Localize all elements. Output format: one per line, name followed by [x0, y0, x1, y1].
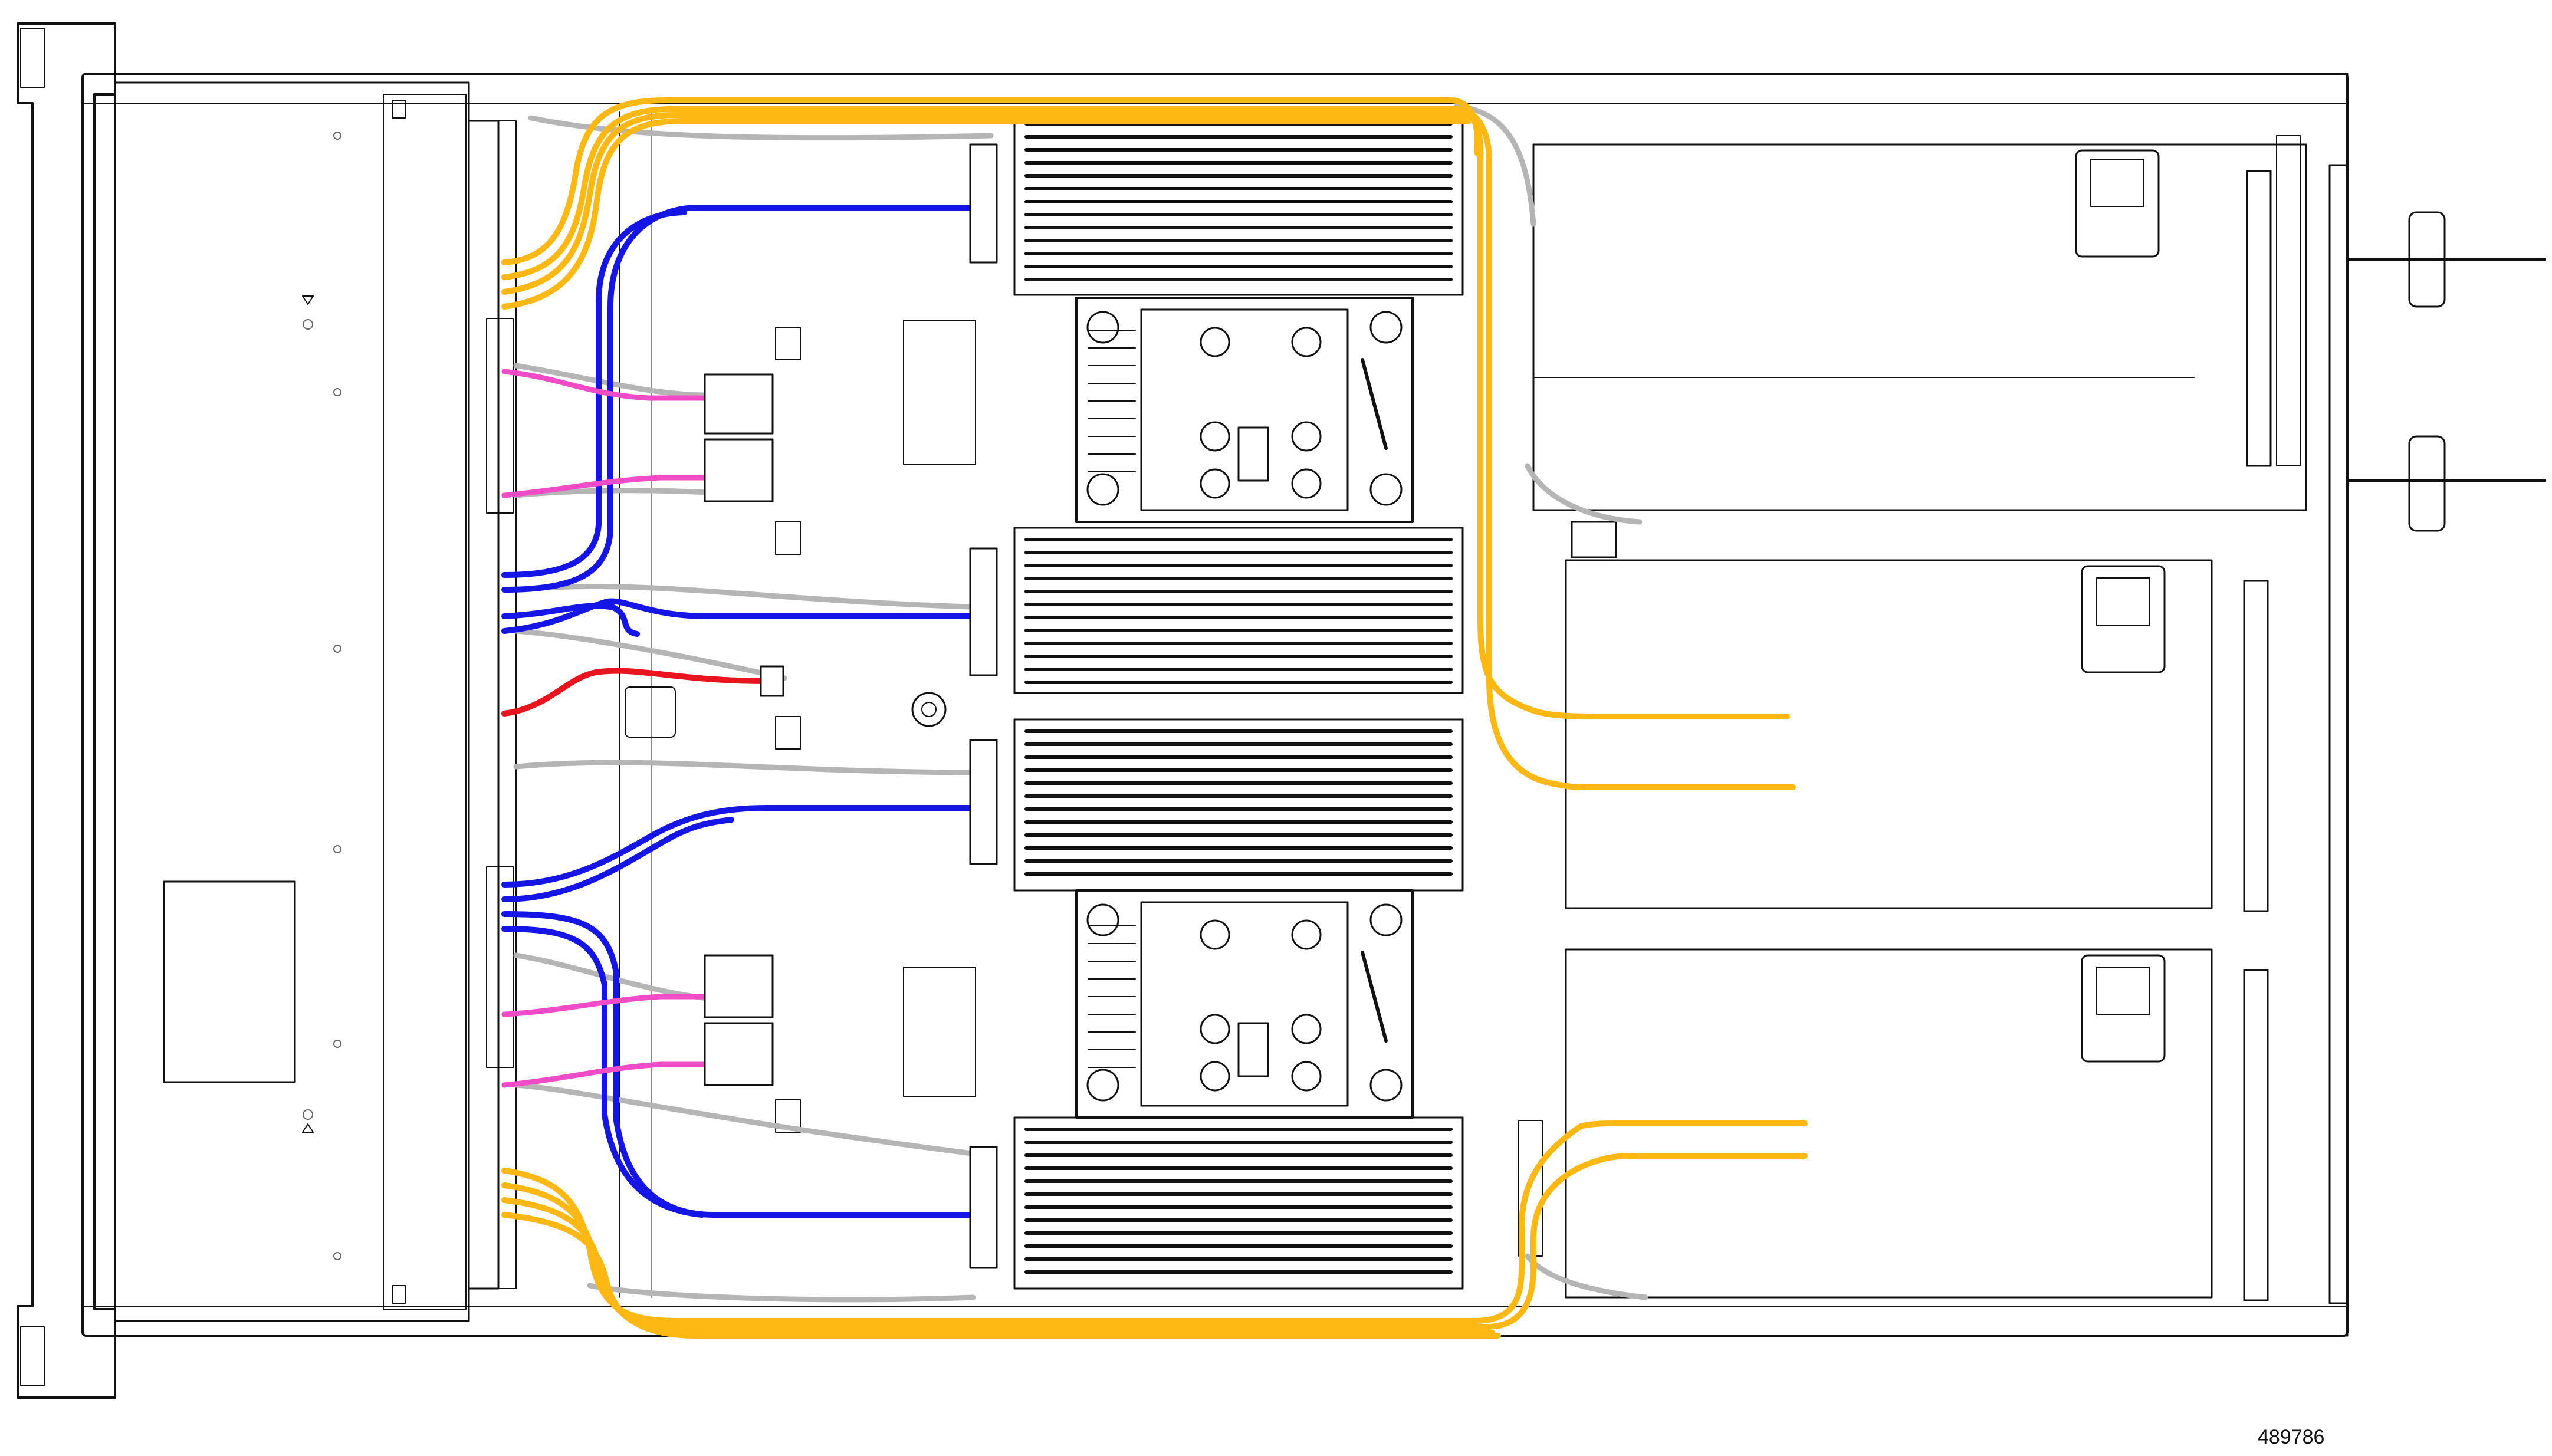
- blue-cable-2: [501, 209, 687, 578]
- magenta-cables: [501, 369, 728, 1088]
- front-drive-bay: [114, 81, 470, 1322]
- rear-handle-2: [2408, 435, 2446, 532]
- backplane: [468, 111, 652, 1298]
- blue-cable-5: [501, 805, 988, 888]
- mb-connector-g: [704, 954, 774, 1018]
- gray-cables: [513, 103, 1648, 1303]
- cpu-2: [1075, 889, 1414, 1119]
- backplane-connector-1: [486, 318, 514, 514]
- chassis-outer-frame: [81, 73, 2349, 1337]
- blue-cable-8: [501, 926, 705, 1218]
- blue-cable-4: [501, 603, 640, 637]
- red-cables: [501, 668, 770, 717]
- mb-connectors: [704, 143, 998, 1269]
- magenta-cable-2: [501, 475, 728, 498]
- cpu-1-socket: [1075, 297, 1414, 523]
- riser-3-latch: [2081, 954, 2166, 1063]
- power-connector: [1571, 521, 1617, 558]
- orange-cable-4: [501, 118, 1472, 310]
- figure-id: 489786: [2258, 1426, 2325, 1448]
- drive-bay-frame: [114, 81, 470, 1322]
- mb-connector-c: [969, 739, 998, 865]
- drive-bay-label-window: [163, 880, 296, 1083]
- blue-cable-6: [501, 817, 734, 902]
- backplane-connector-2: [486, 866, 514, 1068]
- orange-cables: [501, 97, 1808, 1339]
- heatsink-upper: [903, 320, 976, 465]
- pcie-riser-1: [1532, 135, 2546, 558]
- dimm-bank-3: [1013, 718, 1464, 892]
- mb-connector-e: [704, 373, 774, 435]
- mb-connector-b: [969, 547, 998, 676]
- magenta-cable-4: [501, 1061, 728, 1088]
- heatsink-lower: [903, 967, 976, 1097]
- left-rack-ear: [17, 22, 116, 1399]
- dimm-bank-4: [1013, 1116, 1464, 1290]
- magenta-cable-1: [501, 369, 728, 401]
- red-cable-1: [501, 668, 770, 717]
- dimm-bank-1: [1013, 111, 1464, 296]
- motherboard-details: [625, 320, 976, 1133]
- standoff: [911, 692, 947, 727]
- orange-cable-1: [501, 97, 1790, 719]
- mb-connector-d: [969, 1146, 998, 1269]
- dimm-bank-2: [1013, 527, 1464, 694]
- pcie-riser-3: [1518, 948, 2269, 1301]
- mb-connector-h: [704, 1022, 774, 1086]
- cpu-1: [1075, 297, 1414, 523]
- rear-handle-1: [2408, 211, 2446, 308]
- blue-cables: [501, 205, 988, 1218]
- orange-cable-3: [501, 112, 1480, 295]
- dimm-banks: [1013, 111, 1464, 1290]
- chassis: [17, 22, 2349, 1399]
- blue-cable-3: [501, 598, 988, 634]
- orange-cable-2: [501, 106, 1796, 790]
- magenta-cable-3: [501, 994, 728, 1017]
- orange-cable-8: [501, 1212, 1501, 1339]
- riser-2-latch: [2081, 565, 2166, 673]
- mb-connector-f: [704, 438, 774, 502]
- riser-1-latch: [2075, 149, 2160, 258]
- mb-connector-red: [760, 665, 784, 697]
- pcie-riser-2: [1565, 559, 2269, 912]
- cpu-2-socket: [1075, 889, 1414, 1119]
- mb-connector-a: [969, 143, 998, 264]
